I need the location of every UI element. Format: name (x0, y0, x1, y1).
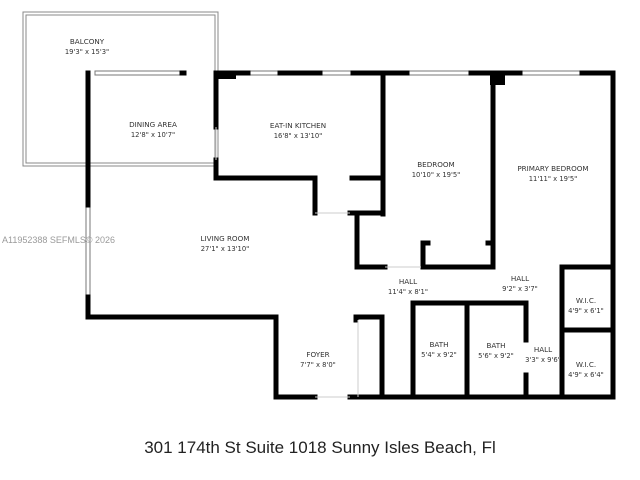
room-bath-2: BATH 5'6" x 9'2" (478, 341, 514, 360)
room-dining-area: DINING AREA 12'8" x 10'7" (129, 120, 177, 139)
room-living-room: LIVING ROOM 27'1" x 13'10" (201, 234, 250, 253)
svg-text:16'8" x 13'10": 16'8" x 13'10" (274, 132, 323, 140)
svg-text:EAT-IN KITCHEN: EAT-IN KITCHEN (270, 121, 326, 130)
windows (85, 70, 583, 298)
svg-text:HALL: HALL (399, 277, 417, 286)
room-bath-1: BATH 5'4" x 9'2" (421, 340, 457, 359)
svg-text:W.I.C.: W.I.C. (576, 360, 596, 369)
svg-text:10'10" x 19'5": 10'10" x 19'5" (412, 171, 461, 179)
room-bedroom: BEDROOM 10'10" x 19'5" (412, 160, 461, 179)
room-hall-1: HALL 11'4" x 8'1" (388, 277, 428, 296)
svg-text:HALL: HALL (534, 345, 552, 354)
svg-text:11'11" x 19'5": 11'11" x 19'5" (529, 175, 578, 183)
balcony-outline (22, 11, 219, 167)
room-hall-3: HALL 3'3" x 9'6" (525, 345, 561, 364)
svg-text:HALL: HALL (511, 274, 529, 283)
svg-text:BATH: BATH (429, 340, 448, 349)
room-balcony: BALCONY 19'3" x 15'3" (65, 37, 109, 56)
svg-text:5'4" x 9'2": 5'4" x 9'2" (421, 351, 457, 359)
svg-text:LIVING ROOM: LIVING ROOM (201, 234, 250, 243)
svg-text:4'9" x 6'4": 4'9" x 6'4" (568, 371, 604, 379)
room-primary-bedroom: PRIMARY BEDROOM 11'11" x 19'5" (517, 164, 588, 183)
svg-text:FOYER: FOYER (306, 350, 329, 359)
room-hall-2: HALL 9'2" x 3'7" (502, 274, 538, 293)
room-eat-in-kitchen: EAT-IN KITCHEN 16'8" x 13'10" (270, 121, 326, 140)
svg-text:PRIMARY BEDROOM: PRIMARY BEDROOM (517, 164, 588, 173)
address-caption: 301 174th St Suite 1018 Sunny Isles Beac… (144, 438, 496, 457)
svg-text:W.I.C.: W.I.C. (576, 296, 596, 305)
room-wic-2: W.I.C. 4'9" x 6'4" (568, 360, 604, 379)
room-wic-1: W.I.C. 4'9" x 6'1" (568, 296, 604, 315)
watermark: A11952388 SEFMLS© 2026 (2, 235, 115, 245)
svg-text:9'2" x 3'7": 9'2" x 3'7" (502, 285, 538, 293)
svg-text:3'3" x 9'6": 3'3" x 9'6" (525, 356, 561, 364)
svg-text:7'7" x 8'0": 7'7" x 8'0" (300, 361, 336, 369)
svg-text:BEDROOM: BEDROOM (417, 160, 455, 169)
room-foyer: FOYER 7'7" x 8'0" (300, 350, 336, 369)
interior-walls (213, 70, 616, 400)
svg-text:11'4" x 8'1": 11'4" x 8'1" (388, 288, 428, 296)
svg-text:5'6" x 9'2": 5'6" x 9'2" (478, 352, 514, 360)
svg-text:DINING AREA: DINING AREA (129, 120, 177, 129)
svg-text:12'8" x 10'7": 12'8" x 10'7" (131, 131, 175, 139)
svg-text:BALCONY: BALCONY (70, 37, 105, 46)
svg-text:19'3" x 15'3": 19'3" x 15'3" (65, 48, 109, 56)
svg-text:27'1" x 13'10": 27'1" x 13'10" (201, 245, 250, 253)
svg-text:4'9" x 6'1": 4'9" x 6'1" (568, 307, 604, 315)
svg-text:BATH: BATH (486, 341, 505, 350)
